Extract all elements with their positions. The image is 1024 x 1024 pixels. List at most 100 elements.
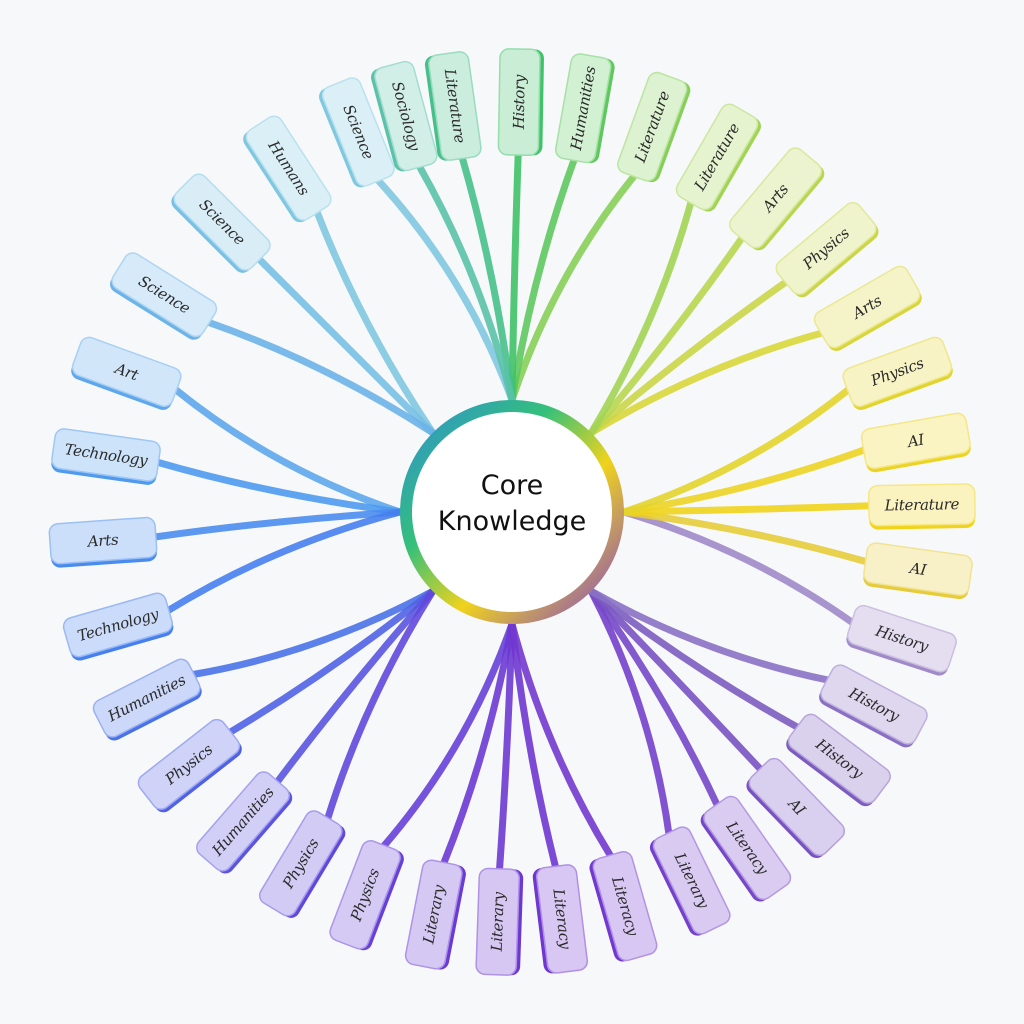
topic-node-box [137,718,241,810]
topic-node: Physics [258,810,346,918]
topic-node: Literary [404,859,466,970]
branch-line [587,587,832,684]
topic-node: AI [860,412,971,473]
branch-line [587,587,673,838]
branch-line [620,502,874,516]
center-node: Core Knowledge [400,400,624,624]
branch-line [587,234,746,437]
topic-node-label: Literature [883,495,959,514]
topic-node: History [846,604,957,676]
topic-node: Physics [329,840,404,951]
topic-node: Science [110,252,218,340]
topic-node-box [71,336,182,407]
branch-line [226,587,437,736]
topic-node-box [703,795,792,901]
topic-node-box [775,202,877,295]
topic-node-label: AI [904,430,926,451]
topic-node: Physics [842,336,953,410]
topic-node: Humanities [92,658,202,741]
branch-line [508,172,638,404]
topic-node-box [813,265,921,349]
topic-node: Physics [137,718,242,813]
topic-node-box [535,864,589,974]
topic-node: Arts [48,516,158,568]
topic-node: Literature [675,103,761,212]
topic-node-box [428,51,482,161]
topic-node: Literacy [589,851,658,962]
topic-node-box [196,771,290,872]
topic-node-box [592,851,658,962]
topic-node: Literature [867,483,976,530]
topic-node: History [819,664,928,748]
branch-line [508,620,560,871]
topic-node: Literature [424,51,482,161]
branch-line [620,446,869,516]
topic-node-box [245,115,332,221]
topic-node-label: Arts [85,531,119,551]
topic-nodes: ScienceHumansScienceScienceArtTechnology… [48,48,976,976]
topic-node-label: Literary [488,891,508,952]
topic-node: AI [863,542,973,600]
branch-line [415,162,516,404]
branch-line [587,587,765,773]
topic-node-box [787,713,891,804]
branch-line [508,620,615,860]
topic-node: Humans [243,115,332,223]
branch-line [151,508,404,541]
center-title-line-1: Core [481,470,544,501]
topic-node: Science [319,77,395,188]
branch-line [587,587,802,731]
branch-line [587,587,721,809]
topic-node-box [652,826,731,935]
topic-node: Literature [617,71,691,183]
topic-node: History [497,48,544,157]
topic-node-box [258,810,343,917]
topic-node-box [92,658,201,738]
branch-line [440,620,516,867]
branch-line [204,318,437,437]
branch-line [508,155,578,404]
topic-node: Arts [729,147,825,251]
topic-node-box [820,664,928,745]
topic-node: Technology [62,592,174,661]
topic-node: Technology [51,428,161,485]
topic-node-box [675,103,759,211]
topic-node-box [863,542,973,596]
topic-node-box [374,60,438,172]
topic-node: Humanities [554,53,615,164]
topic-node: Arts [813,265,922,351]
topic-node-box [321,77,395,187]
branch-line [620,508,856,627]
topic-node-box [860,412,971,470]
topic-node-label: AI [907,559,929,580]
topic-node: Art [71,336,182,410]
topic-node-box [51,428,161,482]
topic-node-box [62,592,173,658]
branch-line [620,386,852,516]
branch-line [458,154,516,404]
branch-line [620,508,870,566]
topic-node: Literacy [532,864,589,974]
topic-node-label: History [510,74,529,130]
topic-node-box [497,48,541,157]
branch-line [154,458,404,516]
branch-connectors [151,150,874,874]
branch-line [374,176,516,404]
branch-line [172,386,404,516]
topic-node-box [748,757,846,856]
topic-node-box [867,483,976,527]
branch-line [324,587,437,823]
topic-node: AI [746,757,846,858]
topic-node-box [554,53,612,164]
topic-node: History [786,713,891,807]
branch-line [508,150,522,404]
branch-line [496,620,516,874]
topic-node-box [846,604,957,673]
topic-node-box [729,147,822,249]
center-title-line-2: Knowledge [438,506,586,537]
branch-line [313,208,437,437]
branch-line [273,587,437,786]
topic-node-box [48,516,158,565]
